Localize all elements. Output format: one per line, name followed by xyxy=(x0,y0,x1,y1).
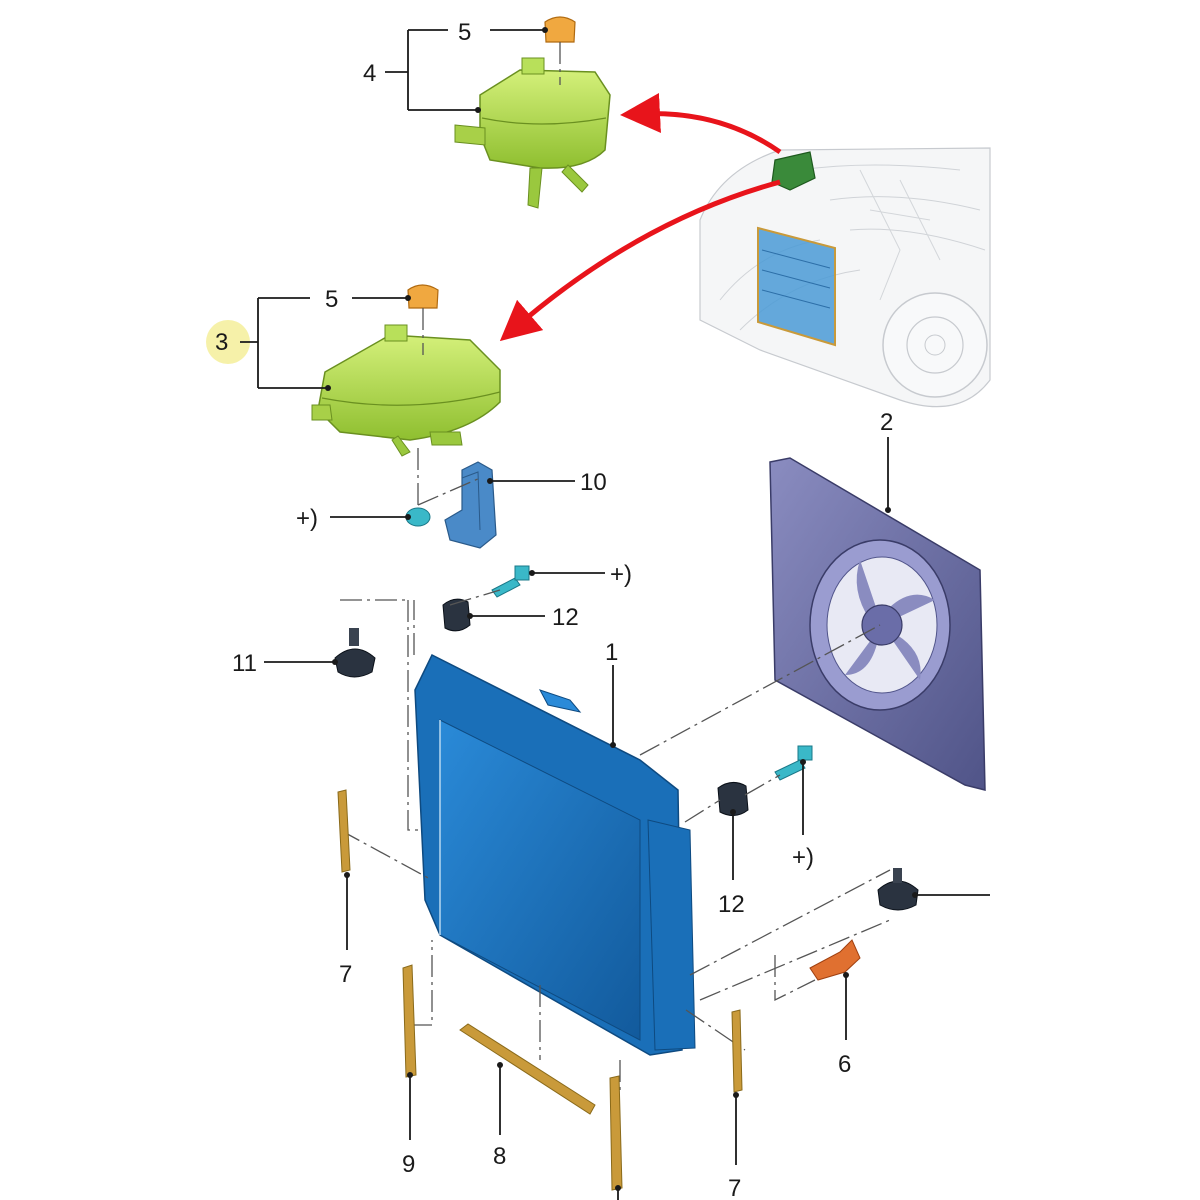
fitting-top xyxy=(491,565,530,598)
rubber-mount-lower-right xyxy=(877,868,919,911)
callout-strip-left: 7 xyxy=(339,961,352,988)
coolant-reservoir-lower xyxy=(311,324,501,457)
reservoir-bracket xyxy=(444,461,497,549)
radiator xyxy=(414,653,696,1056)
callout-plus-bracket: +) xyxy=(296,505,318,532)
rubber-mount-top xyxy=(442,598,471,632)
bracket-guide-line xyxy=(417,477,481,506)
callout-strip-right: 7 xyxy=(728,1175,741,1200)
callout-plus-right: +) xyxy=(792,844,814,871)
leader-lines xyxy=(240,27,990,1200)
rubber-mount-right xyxy=(717,782,749,816)
callout-fan-shroud: 2 xyxy=(880,409,893,436)
callout-mount-left: 11 xyxy=(232,650,257,677)
fitting-top-guide xyxy=(449,589,501,606)
reservoir-cap-lower xyxy=(407,284,439,355)
callout-cap-lower: 5 xyxy=(325,286,338,313)
vehicle-reservoir-highlight xyxy=(771,151,816,191)
callout-3-highlight xyxy=(206,320,250,364)
callout-mount-right: 12 xyxy=(718,891,745,918)
callout-cap-upper: 5 xyxy=(458,19,471,46)
seal-strip-bottom xyxy=(459,1023,596,1115)
temperature-sensor xyxy=(809,939,861,981)
reservoir-cap-upper xyxy=(544,16,576,85)
callout-reservoir-lower: 3 xyxy=(215,329,228,356)
callout-sensor: 6 xyxy=(838,1051,851,1078)
location-arrow-upper xyxy=(620,93,782,155)
seal-strip-vertical xyxy=(402,964,417,1078)
seal-strip-bottom-vertical xyxy=(609,1075,623,1191)
callout-mount-top: 12 xyxy=(552,604,579,631)
rubber-mount-left xyxy=(334,628,376,678)
callout-strip-bottom: 8 xyxy=(493,1143,506,1170)
assembly-guide-lines xyxy=(339,599,891,1090)
mount-right-guide xyxy=(684,799,721,823)
shroud-guide-line xyxy=(639,624,881,756)
fitting-right xyxy=(774,745,813,781)
callout-reservoir-upper: 4 xyxy=(363,60,376,87)
vehicle-location-view xyxy=(699,147,991,408)
coolant-reservoir-upper xyxy=(454,57,611,209)
fan-shroud xyxy=(769,457,986,791)
location-arrow-lower xyxy=(499,179,781,342)
fitting-right-guide xyxy=(744,774,781,796)
seal-strip-left xyxy=(337,789,351,873)
callout-bracket: 10 xyxy=(580,469,607,496)
callout-strip-vertical: 9 xyxy=(402,1151,415,1178)
callout-radiator: 1 xyxy=(605,639,618,666)
vehicle-radiator-highlight xyxy=(757,226,836,347)
seal-strip-right xyxy=(731,1009,743,1093)
callout-plus-top: +) xyxy=(610,561,632,588)
